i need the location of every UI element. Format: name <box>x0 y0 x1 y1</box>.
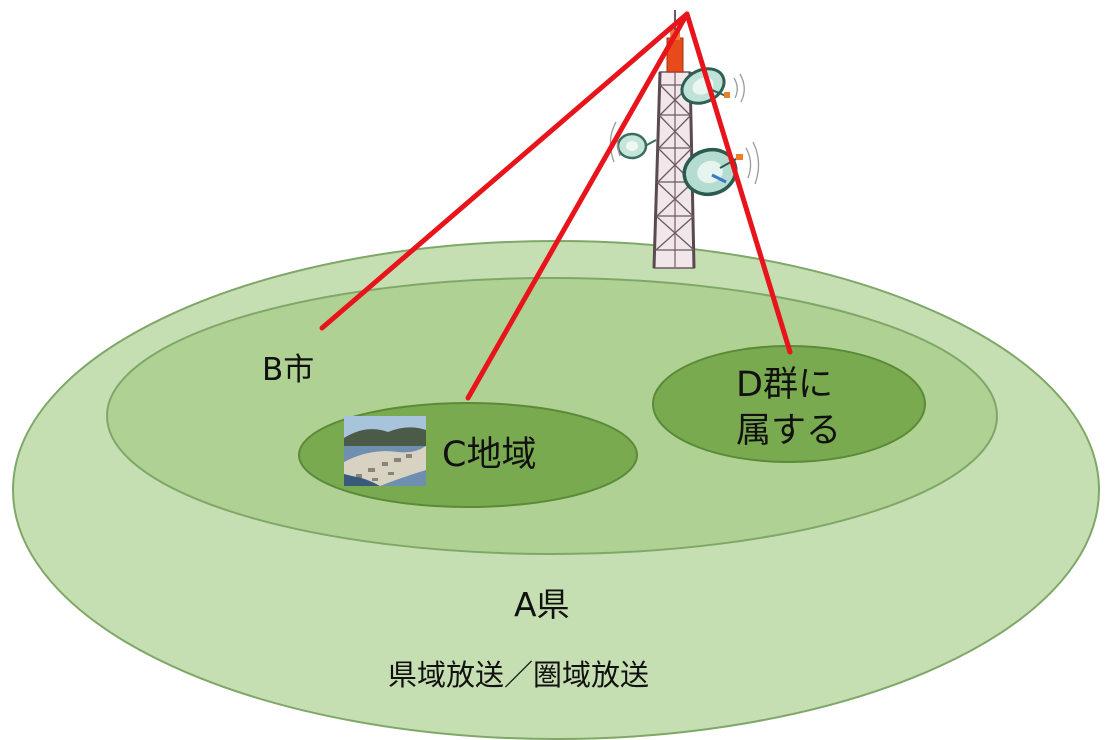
broadcast-tower-icon <box>609 10 760 269</box>
coastal-town-photo <box>344 416 426 486</box>
area-label: C地域 <box>442 435 536 475</box>
group-label-line1: D群に <box>736 365 833 405</box>
signal-lines <box>319 11 793 401</box>
signal-line-area <box>465 11 690 401</box>
broadcast-type-label: 県域放送／圏域放送 <box>388 658 649 692</box>
prefecture-label: A県 <box>514 585 570 624</box>
signal-line-city <box>319 11 690 331</box>
signal-line-group <box>684 11 793 355</box>
group-label-line2: 属する <box>736 411 841 451</box>
city-label: B市 <box>262 352 314 388</box>
